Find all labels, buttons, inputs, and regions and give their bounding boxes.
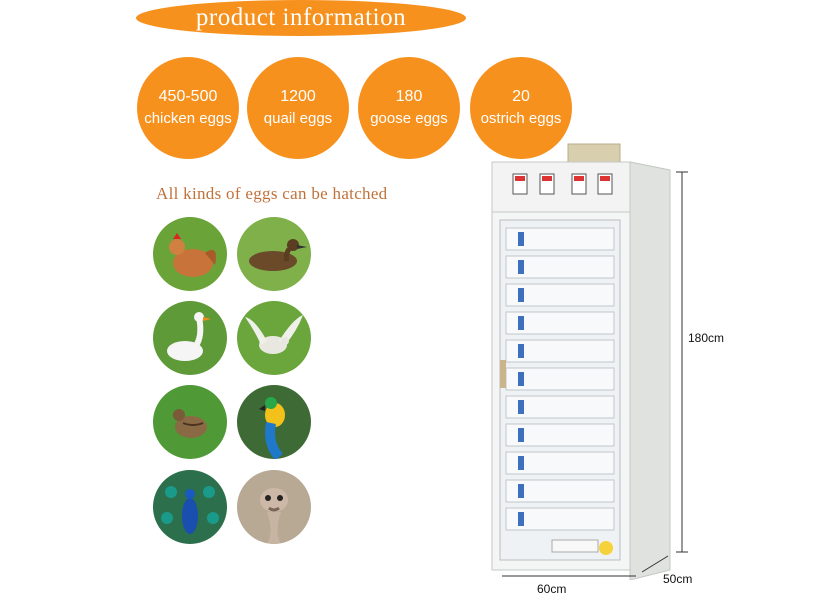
ostrich-icon <box>237 470 311 544</box>
product-info-banner: product information <box>136 0 466 36</box>
capacity-label: quail eggs <box>263 110 333 127</box>
tray-motor <box>518 288 524 302</box>
egg-tray <box>505 451 615 475</box>
capacity-quail: 1200 quail eggs <box>247 57 349 159</box>
egg-tray <box>505 423 615 447</box>
tray-motor <box>518 400 524 414</box>
incubator-cabinet <box>480 140 680 585</box>
tray-motor <box>518 316 524 330</box>
width-label: 60cm <box>537 582 567 596</box>
egg-tray <box>505 339 615 363</box>
capacity-count: 1200 <box>280 88 316 105</box>
capacity-chicken: 450-500 chicken eggs <box>137 57 239 159</box>
egg-tray <box>505 395 615 419</box>
egg-tray <box>505 255 615 279</box>
egg-tray <box>505 227 615 251</box>
tray-motor <box>518 428 524 442</box>
capacity-count: 450-500 <box>158 88 218 105</box>
height-label: 180cm <box>688 331 725 345</box>
capacity-label: chicken eggs <box>144 110 232 127</box>
capacity-ostrich: 20 ostrich eggs <box>470 57 572 159</box>
capacity-count: 180 <box>395 88 423 105</box>
duck-icon <box>237 217 311 291</box>
goose-icon <box>153 301 227 375</box>
egg-tray <box>505 507 615 531</box>
subtitle: All kinds of eggs can be hatched <box>156 184 388 203</box>
egg-tray <box>505 283 615 307</box>
capacity-count: 20 <box>512 88 530 105</box>
tray-motor <box>518 484 524 498</box>
tray-motor <box>518 260 524 274</box>
parrot-icon <box>237 385 311 459</box>
pigeon-icon <box>237 301 311 375</box>
tray-motor <box>518 344 524 358</box>
capacity-goose: 180 goose eggs <box>358 57 460 159</box>
tray-motor <box>518 232 524 246</box>
tray-motor <box>518 372 524 386</box>
quail-icon <box>153 385 227 459</box>
banner-title: product information <box>195 4 407 31</box>
egg-tray <box>505 311 615 335</box>
tray-motor <box>518 512 524 526</box>
tray-motor <box>518 456 524 470</box>
egg-tray <box>505 479 615 503</box>
depth-label: 50cm <box>663 572 693 586</box>
peacock-icon <box>153 470 227 544</box>
chicken-icon <box>153 217 227 291</box>
capacity-label: goose eggs <box>370 110 448 127</box>
capacity-label: ostrich eggs <box>480 110 562 127</box>
